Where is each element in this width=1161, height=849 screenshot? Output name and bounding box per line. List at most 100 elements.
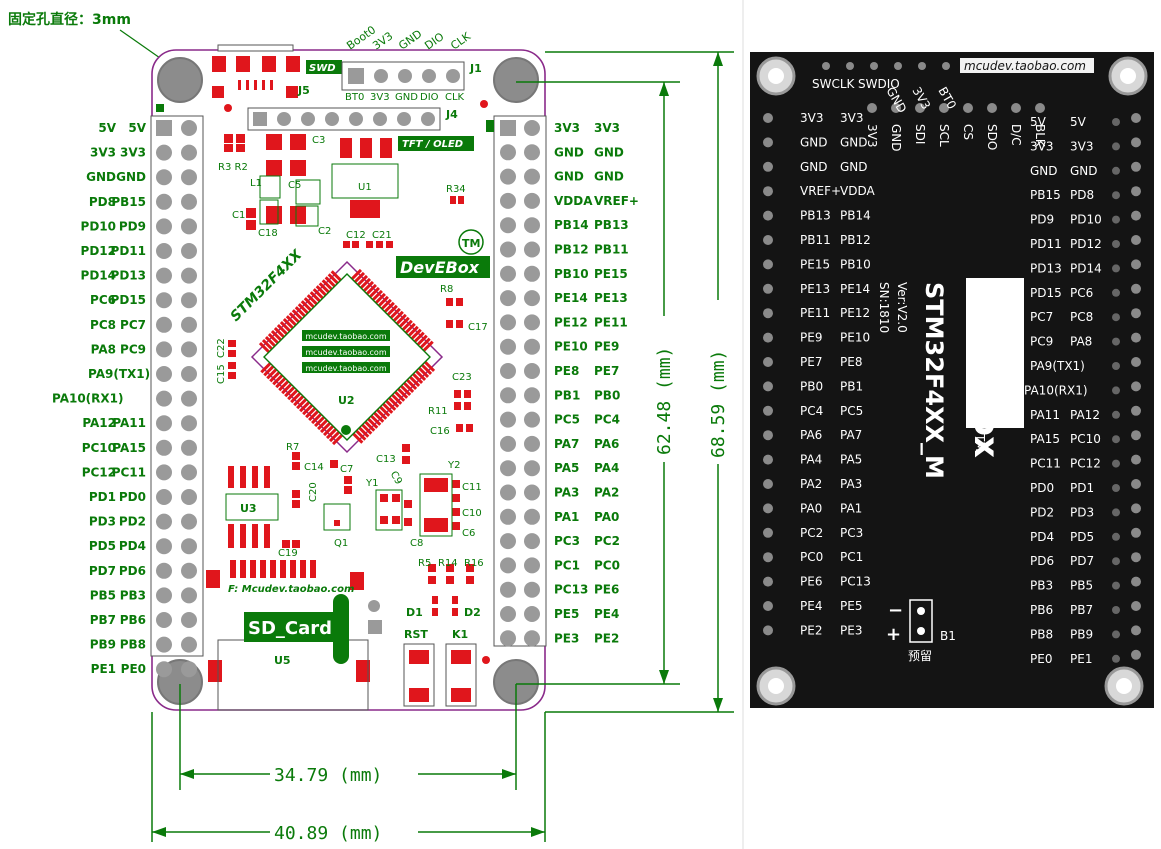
photo-pin-left <box>763 357 773 367</box>
photo-top-label: SWDIO <box>858 77 900 91</box>
mcu-pin <box>361 423 373 435</box>
mcu-pin <box>288 312 300 324</box>
right-pin-label-b: PC0 <box>594 558 620 572</box>
mcu-pin <box>422 340 434 352</box>
photo-lcd-label: CS <box>961 124 975 140</box>
d1-label: D1 <box>406 606 423 619</box>
photo-pin-right-inner <box>1112 240 1120 248</box>
right-pin-label-a: PE10 <box>554 340 588 354</box>
d2-label: D2 <box>464 606 481 619</box>
swd-top-label: Boot0 <box>344 23 378 52</box>
photo-right-label-a: PD6 <box>1030 554 1054 568</box>
photo-right-label-b: 3V3 <box>1070 139 1093 153</box>
left-pin-label-b: PB8 <box>120 638 146 652</box>
left-pin <box>181 562 197 579</box>
photo-lcd-pin <box>891 103 901 113</box>
left-pin-label-b: PD4 <box>119 539 146 553</box>
svg-text:C10: C10 <box>462 508 482 519</box>
right-pin-label-a: PE5 <box>554 607 579 621</box>
mcu-pin <box>377 295 389 307</box>
mcu-pin <box>419 337 431 349</box>
left-pin-label-b: PC7 <box>120 318 146 332</box>
right-pin <box>524 581 540 598</box>
photo-top-pin <box>870 62 878 70</box>
right-pin-label-a: PB14 <box>554 218 589 232</box>
left-pin <box>181 464 197 481</box>
mcu-pin <box>330 270 342 282</box>
photo-lcd-pin <box>987 103 997 113</box>
right-pin-label-a: PC3 <box>554 534 580 548</box>
left-pin <box>156 538 172 555</box>
photo-right-label-b: PC8 <box>1070 310 1093 324</box>
dim-bg-4 <box>270 822 418 844</box>
footer-url: F: Mcudev.taobao.com <box>228 584 354 595</box>
buttons: RST K1 D1 D2 <box>403 606 481 707</box>
right-pin-label-b: PA6 <box>594 437 619 451</box>
mcu-pin <box>302 404 314 416</box>
photo-pin-right <box>1131 479 1141 489</box>
left-pin <box>156 341 172 358</box>
hole-leader <box>119 29 161 59</box>
left-pin-label-a: GND <box>86 170 116 184</box>
left-pin-label-a: PD5 <box>89 539 116 553</box>
photo-left-label-b: PC5 <box>840 404 863 418</box>
photo-left-label-a: PE2 <box>800 623 822 637</box>
mcu-pin <box>350 268 363 281</box>
mcu-pin <box>291 309 303 321</box>
photo-lcd-pin <box>963 103 973 113</box>
mcu-pin <box>297 303 309 315</box>
photo-right-label-b: PB7 <box>1070 603 1093 617</box>
photo-left-label-b: PA1 <box>840 501 862 515</box>
photo-left-label-b: GND <box>840 135 868 149</box>
mcudev-line-2: mcudev.taobao.com <box>305 348 386 357</box>
photo-left-label-a: GND <box>800 135 828 149</box>
left-pin-label-b: PD11 <box>111 244 146 258</box>
mcu-pin <box>392 310 404 322</box>
photo-left-label-b: PE10 <box>840 331 870 345</box>
left-pin-label-b: PD15 <box>111 293 146 307</box>
mcu-pin <box>272 374 284 386</box>
photo-pin-right-inner <box>1112 386 1120 395</box>
left-pin <box>181 193 197 210</box>
right-pin-label-b: PE6 <box>594 583 619 597</box>
photo-lcd-label: SDI <box>913 124 927 144</box>
photo-left-label-b: PC1 <box>840 550 863 564</box>
mcu-pin <box>367 417 379 429</box>
photo-left-label-b: PB10 <box>840 257 871 271</box>
mcu-pin <box>414 369 427 382</box>
right-pin <box>500 265 516 282</box>
left-pin-label-a: 5V <box>98 121 116 135</box>
svg-text:Y1: Y1 <box>365 478 378 489</box>
mcu-pin <box>404 322 416 334</box>
photo-left-label-b: VDDA <box>840 184 875 198</box>
right-pin-label-b: PC2 <box>594 534 620 548</box>
battery-note: 预留 <box>908 649 932 663</box>
j1-label: J1 <box>469 62 482 75</box>
tm-label: TM <box>462 237 480 250</box>
photo-tm: TM <box>973 433 987 452</box>
right-pin-label-a: 3V3 <box>554 121 580 135</box>
photo-model: STM32F4XX_M <box>920 282 948 479</box>
left-pin <box>156 292 172 309</box>
right-pin-square <box>500 120 516 136</box>
svg-text:C5: C5 <box>288 180 301 191</box>
mcu-pin <box>359 277 372 290</box>
u3-chip: U3 <box>225 466 279 548</box>
mcu-pin <box>306 294 318 306</box>
left-pin <box>156 489 172 505</box>
mcu-pin <box>409 375 421 387</box>
left-pin <box>156 612 172 628</box>
j4-pin <box>397 112 411 126</box>
left-pin <box>156 169 172 186</box>
photo-pin-right-inner <box>1112 410 1120 419</box>
photo-pin-left <box>763 283 773 294</box>
right-pin <box>524 363 540 379</box>
mcu-pin <box>391 393 403 405</box>
mcu-pin <box>388 396 400 408</box>
right-pin <box>500 363 516 379</box>
left-pin-label-a: PA8 <box>91 342 116 356</box>
right-pin <box>524 557 540 574</box>
photo-left-label-a: PC2 <box>800 526 823 540</box>
photo-pin-right-inner <box>1112 288 1120 297</box>
photo-left-label-b: PE8 <box>840 355 862 369</box>
